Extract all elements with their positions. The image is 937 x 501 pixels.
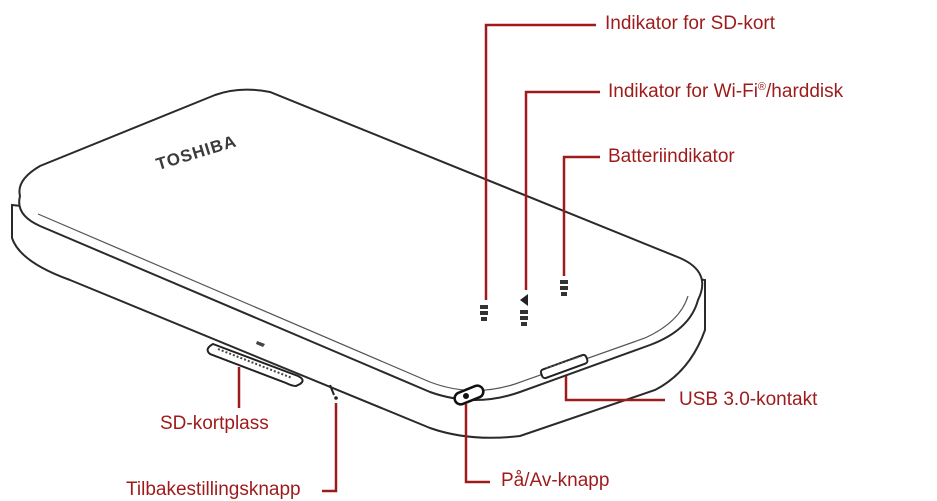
leader-sd-indicator [484,23,596,300]
reset-button[interactable] [329,384,338,400]
sd-card-slot[interactable] [206,342,304,388]
sd-card-led [480,305,488,321]
label-power-button: På/Av-knapp [501,470,610,491]
leader-wifi-indicator [524,90,600,290]
label-usb-port: USB 3.0-kontakt [679,389,818,410]
battery-led [560,280,568,296]
leader-usb [564,376,665,402]
label-battery-indicator: Batteriindikator [608,146,735,167]
wifi-hdd-led [520,294,528,326]
leader-power [464,404,490,484]
label-wifi-indicator: Indikator for Wi-Fi®/harddisk [608,81,843,103]
label-sd-indicator: Indikator for SD-kort [605,13,775,34]
leader-battery-indicator [562,155,600,276]
label-wifi-indicator-suffix: /harddisk [766,81,844,102]
registered-mark: ® [757,81,767,93]
label-reset-button: Tilbakestillingsknapp [126,479,301,500]
sd-slot-icon [256,341,265,347]
usb-port[interactable] [539,353,589,380]
leader-reset [322,403,338,493]
device-top-surface [18,88,704,401]
power-button[interactable] [453,384,485,406]
label-wifi-indicator-text: Indikator for Wi-Fi [608,81,758,102]
label-sd-slot: SD-kortplass [160,413,269,434]
device-top-edge [37,213,689,392]
